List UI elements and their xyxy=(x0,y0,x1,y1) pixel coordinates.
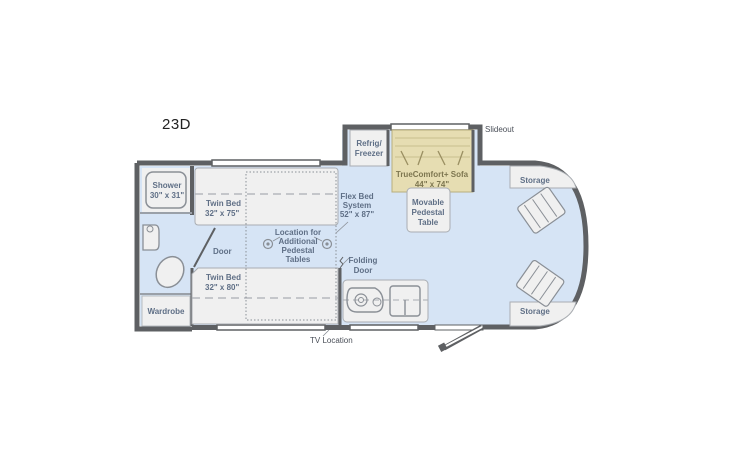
shower xyxy=(145,171,187,209)
slideout-callout: Slideout xyxy=(485,125,515,134)
galley-sink xyxy=(389,285,421,317)
pedestal-table xyxy=(406,187,451,233)
entry-door-opening xyxy=(434,324,484,331)
bottom-window xyxy=(216,324,326,331)
wardrobe-label: Wardrobe xyxy=(147,307,185,316)
door-label: Door xyxy=(213,247,232,256)
bathroom-sink xyxy=(142,224,160,251)
bed-area xyxy=(191,167,349,325)
exterior-walls xyxy=(134,124,589,332)
wardrobe xyxy=(141,295,191,327)
galley xyxy=(338,256,429,326)
driver-seat xyxy=(517,186,566,234)
twin-bed-top xyxy=(194,167,339,226)
slideout-window xyxy=(390,123,470,131)
storage-bottom xyxy=(509,301,577,327)
model-name: 23D xyxy=(162,116,192,133)
entry-door xyxy=(437,324,484,352)
top-window xyxy=(211,159,321,167)
twin-bed-bottom xyxy=(191,267,339,325)
toilet xyxy=(155,255,185,289)
tv-location-callout: TV Location xyxy=(310,336,353,345)
refrigerator xyxy=(349,129,389,167)
cab xyxy=(509,165,577,327)
storage-top-label: Storage xyxy=(520,176,550,185)
bottom-wall-1 xyxy=(192,325,217,330)
bottom-wall-2 xyxy=(325,325,350,330)
storage-bottom-label: Storage xyxy=(520,307,550,316)
table-location-right xyxy=(321,238,333,250)
bottom-wall-3 xyxy=(418,325,435,330)
cooktop xyxy=(346,287,384,313)
bathroom xyxy=(140,166,216,327)
slideout xyxy=(349,129,475,233)
bottom-window-2 xyxy=(349,324,419,331)
table-location-left xyxy=(262,238,274,250)
passenger-seat xyxy=(516,259,565,307)
bathroom-door xyxy=(193,227,216,268)
refrigerator-label: Refrig/Freezer xyxy=(355,139,383,158)
